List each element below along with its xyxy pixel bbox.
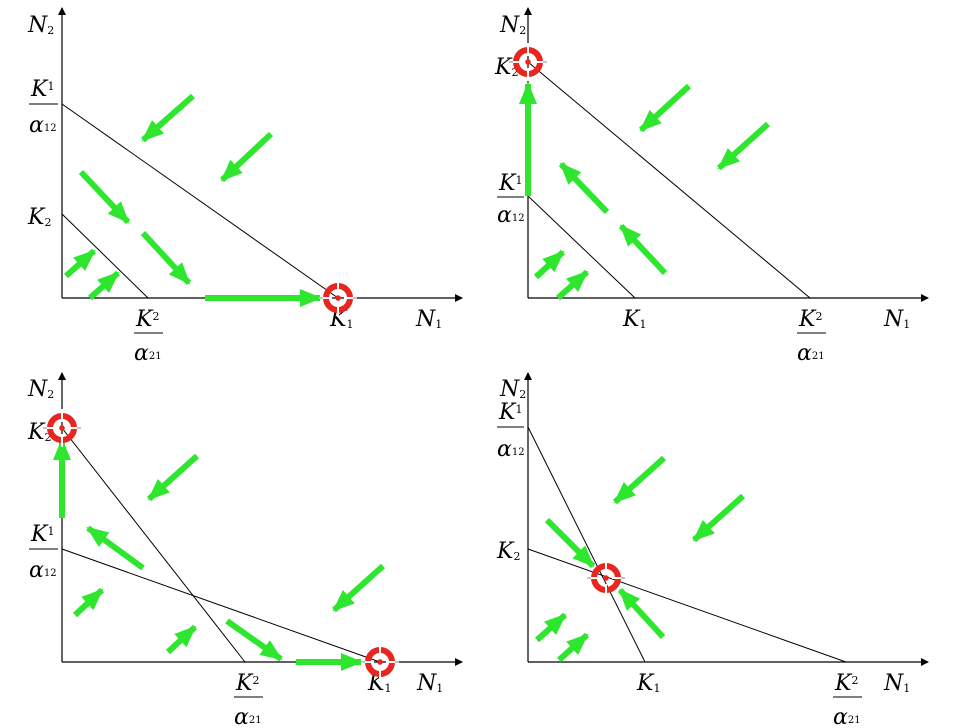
panel-case-4: N2 K1 α12 K2 K1 K2 α21 N1 bbox=[496, 372, 929, 728]
isocline-species-2 bbox=[61, 427, 246, 663]
isocline-species-1 bbox=[61, 103, 339, 299]
svg-text:α21: α21 bbox=[833, 705, 861, 728]
flow-arrow bbox=[165, 624, 198, 655]
flow-arrow bbox=[544, 517, 596, 569]
panel-case-1: N2 N1 K1 α12 K2 K2 α21 K1 bbox=[27, 7, 463, 366]
n2-axis-label: N2 bbox=[27, 377, 54, 402]
n1-axis-label: N1 bbox=[415, 307, 442, 332]
svg-text:K2: K2 bbox=[235, 671, 259, 696]
k1-label: K1 bbox=[636, 671, 660, 696]
k1-over-alpha12-label: K1 α12 bbox=[497, 400, 525, 462]
flow-arrow bbox=[691, 493, 746, 543]
isocline-species-2 bbox=[527, 61, 811, 299]
k1-over-alpha12-label: K1 α12 bbox=[497, 171, 525, 228]
k1-over-alpha12-label: K1 α12 bbox=[29, 522, 58, 583]
flow-arrow bbox=[225, 618, 283, 662]
k2-label: K2 bbox=[27, 205, 51, 230]
isocline-species-2 bbox=[527, 548, 847, 663]
k1-label: K1 bbox=[329, 307, 353, 332]
svg-text:K2: K2 bbox=[135, 307, 159, 332]
flow-arrows bbox=[53, 438, 386, 671]
flow-arrow bbox=[331, 563, 386, 613]
flow-arrow bbox=[618, 223, 668, 276]
flow-arrow bbox=[612, 455, 667, 505]
flow-arrow bbox=[146, 453, 200, 502]
flow-arrow bbox=[140, 230, 192, 286]
n2-axis-label: N2 bbox=[499, 377, 526, 402]
svg-text:K1: K1 bbox=[30, 522, 54, 547]
k2-over-alpha21-label: K2 α21 bbox=[797, 307, 826, 366]
panel-case-3: N2 K2 K1 α12 K2 α21 K1 N1 bbox=[27, 372, 463, 728]
svg-text:α21: α21 bbox=[134, 341, 162, 366]
svg-text:α12: α12 bbox=[497, 203, 525, 228]
k2-label: K2 bbox=[27, 420, 51, 445]
equilibrium-target-icon bbox=[361, 643, 399, 681]
flow-arrow bbox=[535, 612, 567, 643]
k1-label: K1 bbox=[622, 307, 646, 332]
k1-over-alpha12-label: K1 α12 bbox=[29, 77, 58, 138]
svg-text:α12: α12 bbox=[497, 437, 525, 462]
k2-over-alpha21-label: K2 α21 bbox=[134, 307, 163, 366]
k1-label: K1 bbox=[367, 671, 391, 696]
n1-axis-label: N1 bbox=[883, 307, 910, 332]
k2-label: K2 bbox=[494, 55, 518, 80]
n2-axis-label: N2 bbox=[499, 13, 526, 38]
svg-text:K1: K1 bbox=[30, 77, 54, 102]
flow-arrow bbox=[638, 83, 692, 133]
isocline-species-1 bbox=[61, 548, 381, 663]
n1-axis-label: N1 bbox=[416, 671, 443, 696]
flow-arrow bbox=[72, 587, 105, 618]
panel-case-2: N2 K2 K1 α12 K1 K2 α21 N1 bbox=[494, 7, 929, 366]
n2-axis-label: N2 bbox=[27, 13, 54, 38]
flow-arrow bbox=[219, 131, 274, 183]
flow-arrow bbox=[557, 632, 589, 663]
flow-arrows bbox=[64, 93, 322, 307]
flow-arrow bbox=[88, 270, 120, 301]
flow-arrow bbox=[78, 169, 131, 225]
flow-arrow bbox=[64, 248, 96, 279]
flow-arrow bbox=[86, 525, 145, 571]
isocline-species-1 bbox=[527, 426, 646, 663]
isocline-species-2 bbox=[61, 213, 149, 299]
svg-text:K2: K2 bbox=[798, 307, 822, 332]
flow-arrow bbox=[716, 121, 771, 171]
flow-arrow bbox=[555, 269, 590, 301]
svg-text:α12: α12 bbox=[29, 113, 57, 138]
flow-arrow bbox=[558, 161, 610, 215]
svg-text:K1: K1 bbox=[498, 171, 522, 196]
svg-text:α21: α21 bbox=[797, 341, 825, 366]
k2-over-alpha21-label: K2 α21 bbox=[234, 671, 263, 728]
flow-arrow bbox=[617, 587, 666, 640]
svg-text:K1: K1 bbox=[498, 400, 522, 425]
svg-text:α21: α21 bbox=[234, 705, 262, 728]
n1-axis-label: N1 bbox=[883, 671, 910, 696]
flow-arrows bbox=[519, 82, 771, 301]
flow-arrow bbox=[141, 93, 195, 143]
svg-text:K2: K2 bbox=[834, 671, 858, 696]
equilibrium-target-icon bbox=[319, 279, 357, 317]
isocline-species-1 bbox=[527, 195, 636, 299]
flow-arrows bbox=[535, 455, 746, 663]
k2-over-alpha21-label: K2 α21 bbox=[833, 671, 862, 728]
flow-arrow bbox=[533, 249, 566, 280]
svg-text:α12: α12 bbox=[29, 558, 57, 583]
k2-label: K2 bbox=[496, 539, 520, 564]
